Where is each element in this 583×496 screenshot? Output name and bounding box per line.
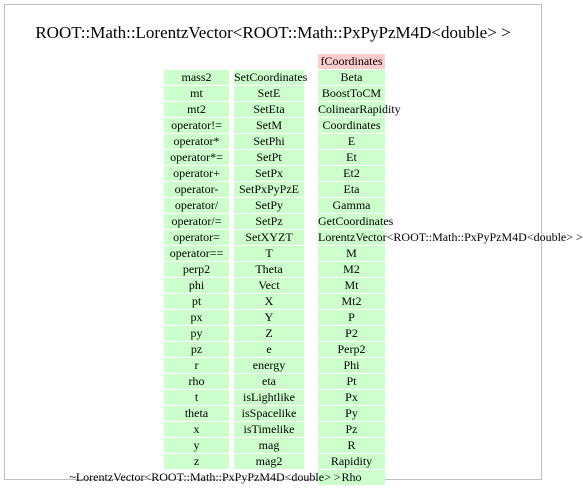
method-setpxpypze[interactable]: SetPxPyPzE: [234, 182, 304, 197]
method-eta[interactable]: eta: [234, 374, 304, 389]
method-operator-[interactable]: operator*: [164, 134, 229, 149]
method-e[interactable]: E: [318, 134, 385, 149]
method-y[interactable]: y: [164, 438, 229, 453]
method-py[interactable]: Py: [318, 406, 385, 421]
method-operator-[interactable]: operator==: [164, 246, 229, 261]
method-islightlike[interactable]: isLightlike: [234, 390, 304, 405]
method-istimelike[interactable]: isTimelike: [234, 422, 304, 437]
method-mag2[interactable]: mag2: [234, 454, 304, 469]
method-pz[interactable]: pz: [164, 342, 229, 357]
method-operator-[interactable]: operator/: [164, 198, 229, 213]
method-z[interactable]: z: [164, 454, 229, 469]
method-setcoordinates[interactable]: SetCoordinates: [234, 70, 308, 85]
method-e[interactable]: e: [234, 342, 304, 357]
method-rho[interactable]: Rho: [318, 470, 385, 485]
method-r[interactable]: r: [164, 358, 229, 373]
method-phi[interactable]: Phi: [318, 358, 385, 373]
method-mag[interactable]: mag: [234, 438, 304, 453]
method-rho[interactable]: rho: [164, 374, 229, 389]
method-r[interactable]: R: [318, 438, 385, 453]
method-mass2[interactable]: mass2: [164, 70, 229, 85]
method-t[interactable]: T: [234, 246, 304, 261]
method-setpx[interactable]: SetPx: [234, 166, 304, 181]
destructor-method[interactable]: ~LorentzVector<ROOT::Math::PxPyPzM4D<dou…: [69, 470, 341, 484]
method-z[interactable]: Z: [234, 326, 304, 341]
method-py[interactable]: py: [164, 326, 229, 341]
method-px[interactable]: Px: [318, 390, 385, 405]
method-theta[interactable]: theta: [164, 406, 229, 421]
method-operator-[interactable]: operator/=: [164, 214, 229, 229]
method-lorentzvector-root-math-pxpypzm4d-double-[interactable]: LorentzVector<ROOT::Math::PxPyPzM4D<doub…: [318, 230, 583, 245]
method-coordinates[interactable]: Coordinates: [318, 118, 385, 133]
method-setpy[interactable]: SetPy: [234, 198, 304, 213]
method-eta[interactable]: Eta: [318, 182, 385, 197]
method-rapidity[interactable]: Rapidity: [318, 454, 385, 469]
method-px[interactable]: px: [164, 310, 229, 325]
method-pt[interactable]: pt: [164, 294, 229, 309]
method-et[interactable]: Et: [318, 150, 385, 165]
method-mt[interactable]: Mt: [318, 278, 385, 293]
method-x[interactable]: x: [164, 422, 229, 437]
method-energy[interactable]: energy: [234, 358, 304, 373]
member-fcoordinates[interactable]: fCoordinates: [318, 54, 385, 69]
method-et2[interactable]: Et2: [318, 166, 385, 181]
method-theta[interactable]: Theta: [234, 262, 304, 277]
method-setpz[interactable]: SetPz: [234, 214, 304, 229]
method-sete[interactable]: SetE: [234, 86, 304, 101]
method-setxyzt[interactable]: SetXYZT: [234, 230, 304, 245]
method-perp2[interactable]: perp2: [164, 262, 229, 277]
method-operator-[interactable]: operator+: [164, 166, 229, 181]
class-diagram: ROOT::Math::LorentzVector<ROOT::Math::Px…: [4, 4, 583, 485]
method-setpt[interactable]: SetPt: [234, 150, 304, 165]
method-y[interactable]: Y: [234, 310, 304, 325]
method-pt[interactable]: Pt: [318, 374, 385, 389]
method-p[interactable]: P: [318, 310, 385, 325]
method-phi[interactable]: phi: [164, 278, 229, 293]
method-mt2[interactable]: Mt2: [318, 294, 385, 309]
method-m[interactable]: M: [318, 246, 385, 261]
method-setphi[interactable]: SetPhi: [234, 134, 304, 149]
method-colinearrapidity[interactable]: ColinearRapidity: [318, 102, 401, 117]
method-pz[interactable]: Pz: [318, 422, 385, 437]
method-operator-[interactable]: operator=: [164, 230, 229, 245]
method-gamma[interactable]: Gamma: [318, 198, 385, 213]
method-isspacelike[interactable]: isSpacelike: [234, 406, 304, 421]
method-mt2[interactable]: mt2: [164, 102, 229, 117]
method-getcoordinates[interactable]: GetCoordinates: [318, 214, 394, 229]
method-operator-[interactable]: operator!=: [164, 118, 229, 133]
method-p2[interactable]: P2: [318, 326, 385, 341]
class-title: ROOT::Math::LorentzVector<ROOT::Math::Px…: [35, 23, 511, 42]
method-mt[interactable]: mt: [164, 86, 229, 101]
method-t[interactable]: t: [164, 390, 229, 405]
method-perp2[interactable]: Perp2: [318, 342, 385, 357]
method-seteta[interactable]: SetEta: [234, 102, 304, 117]
method-vect[interactable]: Vect: [234, 278, 304, 293]
method-operator-[interactable]: operator*=: [164, 150, 229, 165]
method-m2[interactable]: M2: [318, 262, 385, 277]
method-x[interactable]: X: [234, 294, 304, 309]
method-beta[interactable]: Beta: [318, 70, 385, 85]
method-operator-[interactable]: operator-: [164, 182, 229, 197]
method-boosttocm[interactable]: BoostToCM: [318, 86, 385, 101]
method-setm[interactable]: SetM: [234, 118, 304, 133]
